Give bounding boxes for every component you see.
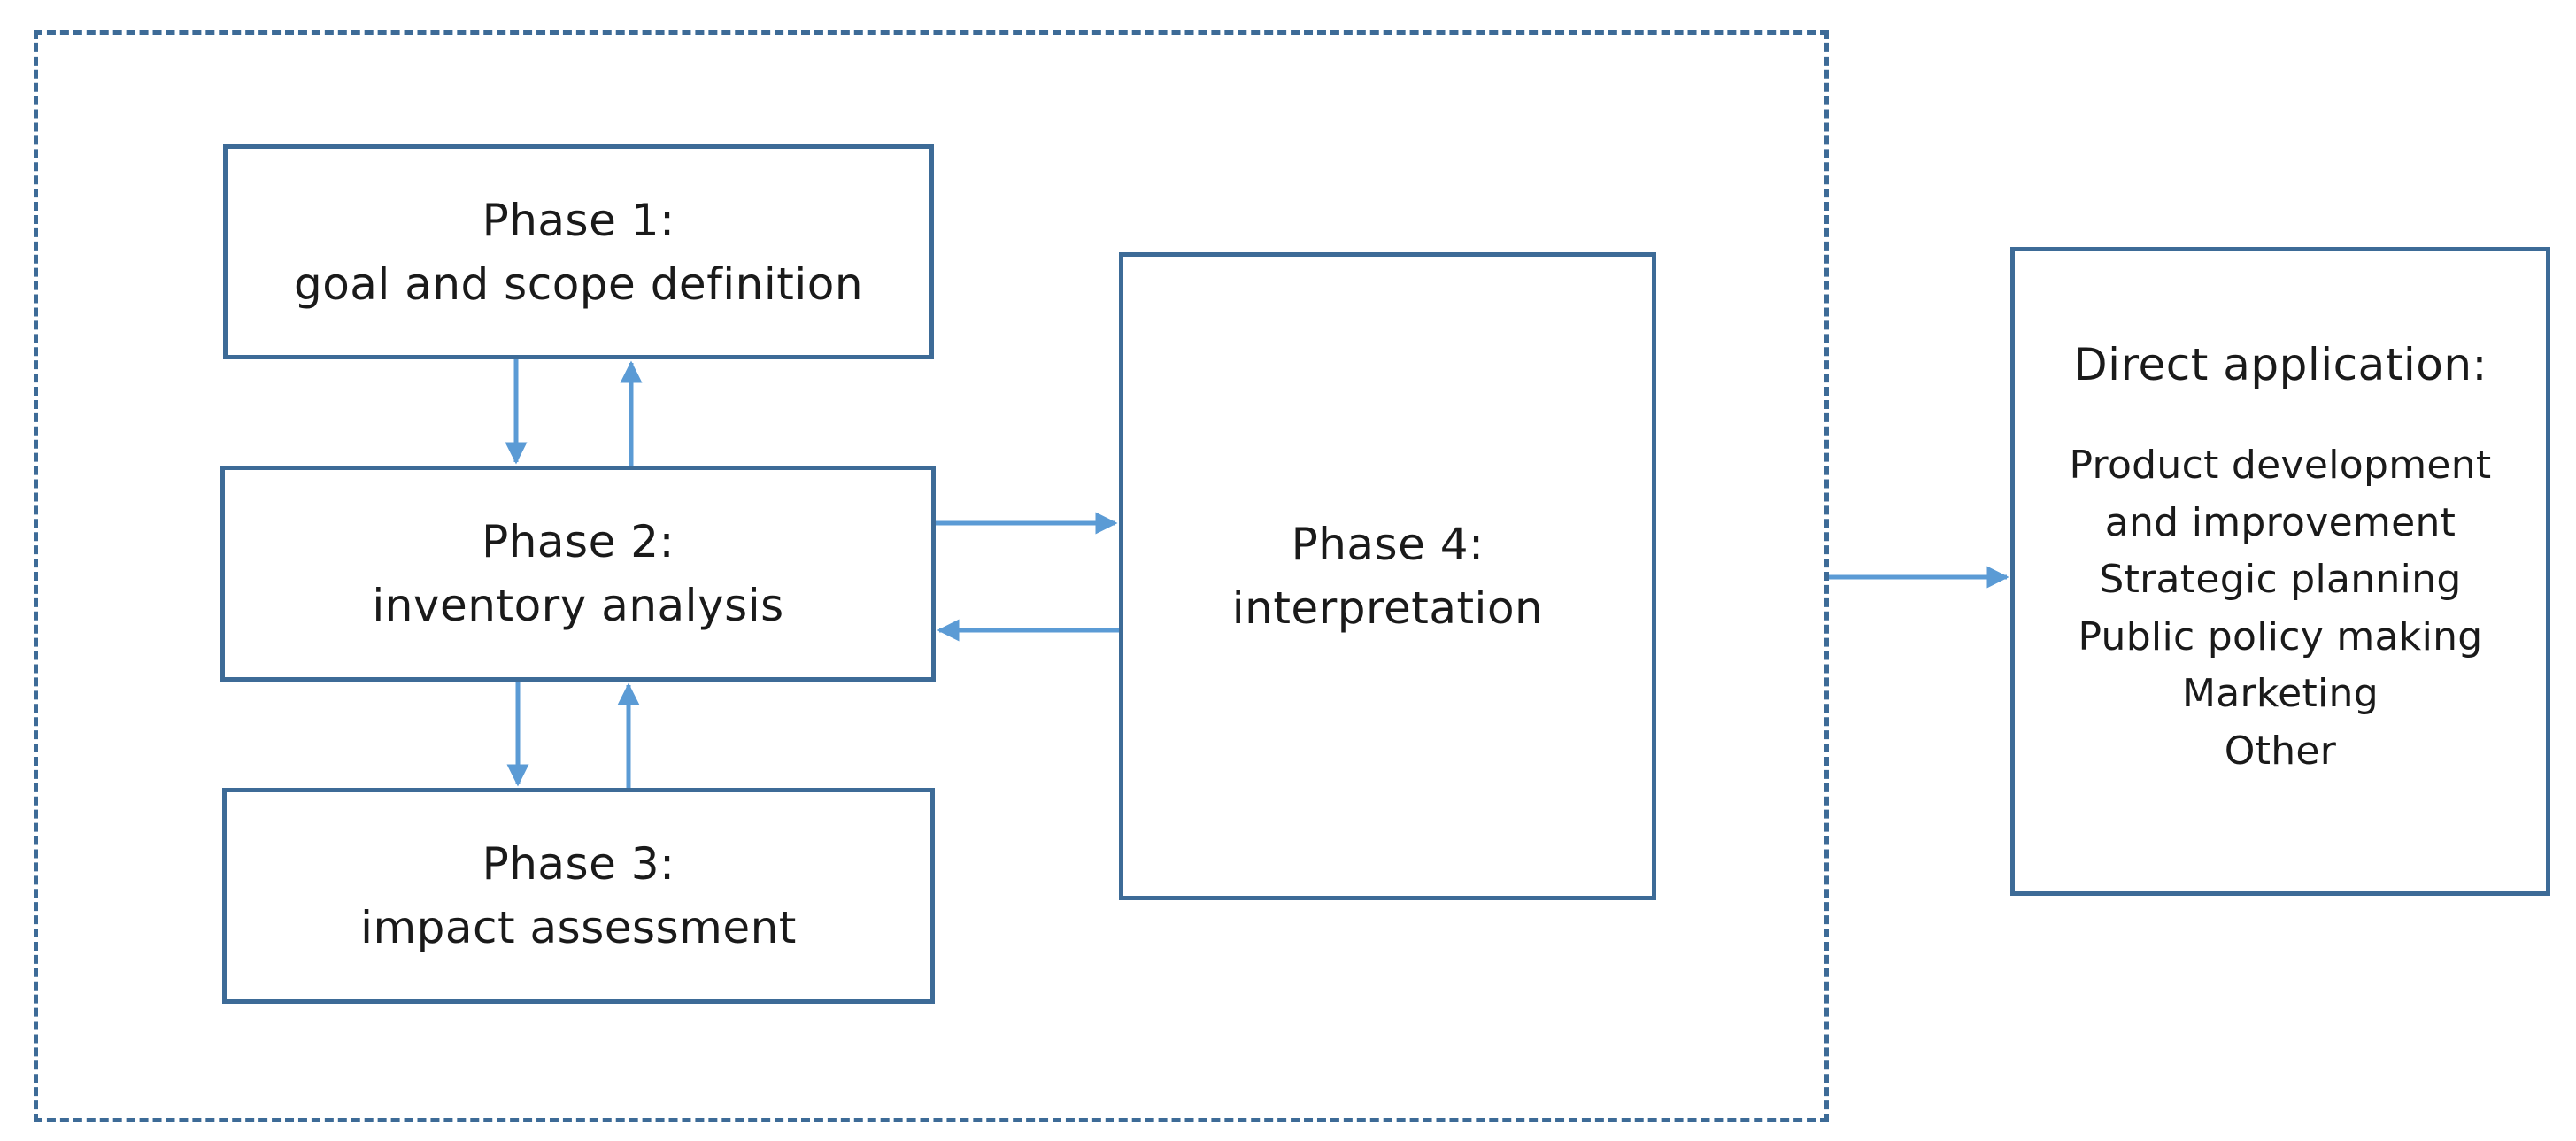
phase-4-box: Phase 4: interpretation	[1119, 252, 1656, 900]
phase-3-number: Phase 3:	[482, 838, 675, 890]
phase-2-box: Phase 2: inventory analysis	[220, 466, 936, 682]
application-item: Public policy making	[2078, 613, 2483, 659]
phase-1-name: goal and scope definition	[293, 258, 864, 310]
phase-1-box: Phase 1: goal and scope definition	[223, 144, 934, 359]
phase-3-name: impact assessment	[360, 902, 797, 953]
application-list: Product development and improvement Stra…	[2069, 437, 2491, 780]
application-item: Product development	[2069, 443, 2492, 488]
phase-4-number: Phase 4:	[1291, 519, 1485, 570]
phase-1-number: Phase 1:	[482, 194, 675, 246]
application-item: and improvement	[2104, 499, 2456, 545]
direct-application-title: Direct application:	[2073, 339, 2487, 390]
application-item: Strategic planning	[2099, 557, 2462, 602]
application-item: Marketing	[2181, 671, 2379, 716]
phase-2-name: inventory analysis	[372, 580, 784, 631]
phase-2-number: Phase 2:	[482, 516, 675, 567]
phase-4-name: interpretation	[1231, 582, 1544, 634]
phase-3-box: Phase 3: impact assessment	[222, 788, 935, 1004]
application-item: Other	[2224, 728, 2337, 774]
direct-application-box: Direct application: Product development …	[2010, 247, 2550, 896]
lca-framework-frame	[34, 30, 1829, 1122]
